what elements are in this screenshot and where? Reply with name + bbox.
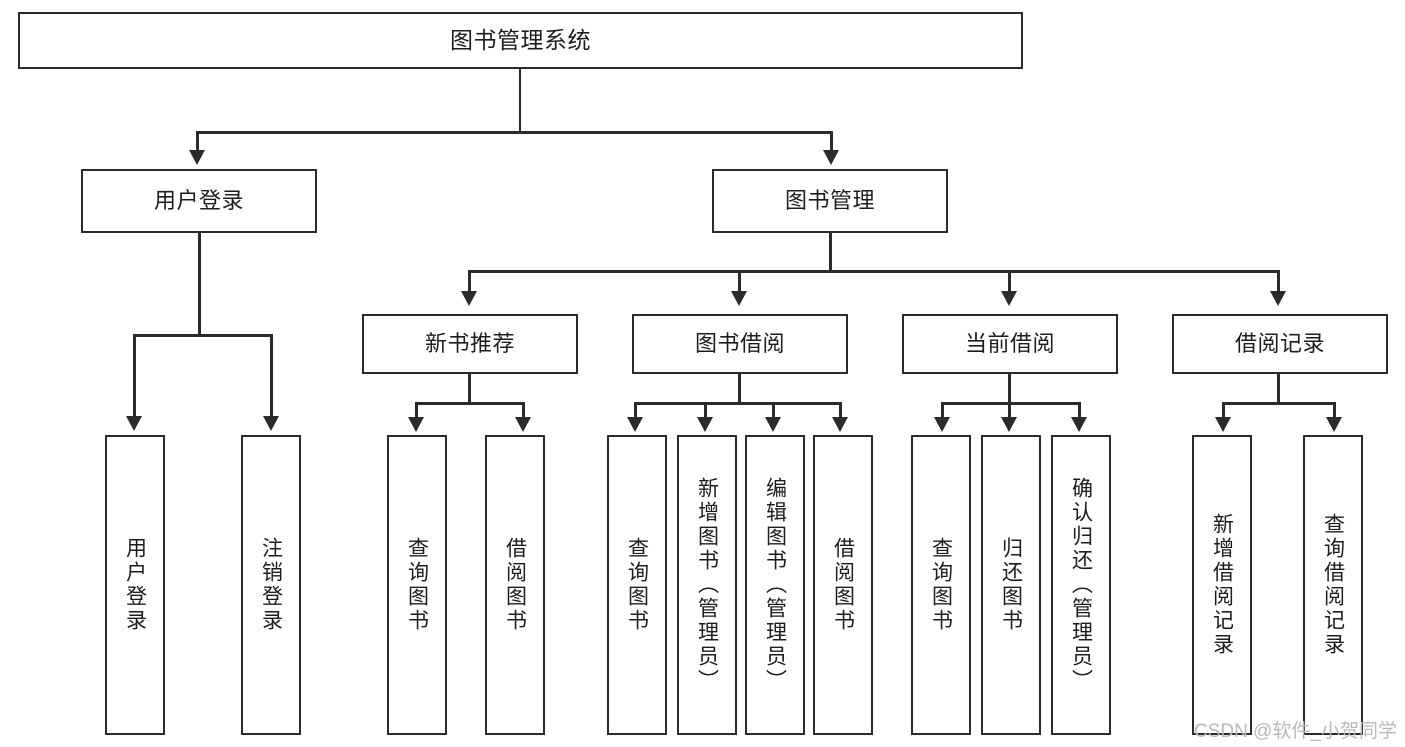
edge-level2-drop-left [196,131,199,151]
leaf-user-login[interactable]: 用户登录 [105,435,165,735]
leaf-query-book-2[interactable]: 查询图书 [607,435,667,735]
edge-user-login-drop-2 [270,334,273,418]
edge-cb-bus [941,402,1081,405]
leaf-confirm-return[interactable]: 确认归还（管理员） [1051,435,1111,735]
arrow-to-new-book-recommend [461,291,477,306]
node-label: 查询图书 [929,537,953,633]
edge-level3-drop-1 [468,270,471,292]
arrow-to-borrow-record [1270,291,1286,306]
edge-nbr-bus [415,402,525,405]
edge-cb-drop-3 [1078,402,1081,419]
edge-level3-drop-4 [1277,270,1280,292]
node-label: 图书管理 [784,188,875,214]
leaf-add-book[interactable]: 新增图书（管理员） [677,435,737,735]
arrow-to-leaf-edit-book [765,417,781,432]
arrow-to-leaf-borrow-book-2 [832,417,848,432]
arrow-to-leaf-user-login [126,416,142,431]
edge-nbr-stem [468,374,471,404]
arrow-to-leaf-add-record [1215,417,1231,432]
edge-level2-bus [196,131,833,134]
edge-cb-drop-1 [941,402,944,419]
arrow-to-leaf-query-book-1 [408,417,424,432]
leaf-edit-book[interactable]: 编辑图书（管理员） [745,435,805,735]
edge-bb-drop-2 [704,402,707,419]
edge-br-stem [1277,374,1280,404]
arrow-to-leaf-confirm-return [1071,417,1087,432]
edge-bb-drop-3 [772,402,775,419]
edge-bb-drop-4 [839,402,842,419]
node-current-borrow[interactable]: 当前借阅 [902,314,1118,374]
leaf-borrow-book-1[interactable]: 借阅图书 [485,435,545,735]
edge-user-login-bus [133,334,273,337]
node-label: 查询图书 [405,537,429,633]
leaf-query-book-1[interactable]: 查询图书 [387,435,447,735]
arrow-to-leaf-query-book-3 [934,417,950,432]
edge-level2-drop-right [830,131,833,151]
node-label: 用户登录 [123,537,147,633]
node-label: 用户登录 [153,188,244,214]
node-user-login[interactable]: 用户登录 [81,169,317,233]
node-label: 图书借阅 [694,331,785,357]
node-label: 新增图书（管理员） [695,477,719,693]
edge-br-drop-2 [1333,402,1336,419]
node-new-book-recommend[interactable]: 新书推荐 [362,314,578,374]
edge-root-stem [519,69,521,132]
node-label: 图书管理系统 [450,27,591,54]
node-root-system[interactable]: 图书管理系统 [18,12,1023,69]
node-label: 查询图书 [625,537,649,633]
node-borrow-record[interactable]: 借阅记录 [1172,314,1388,374]
node-label: 借阅记录 [1234,331,1325,357]
csdn-watermark: CSDN @软件_小贺同学 [1194,721,1397,742]
edge-user-login-stem [198,233,201,336]
arrow-to-leaf-borrow-book-1 [515,417,531,432]
edge-level3-drop-2 [738,270,741,292]
arrow-to-book-borrow [731,291,747,306]
edge-br-bus [1222,402,1336,405]
arrow-to-leaf-add-book [697,417,713,432]
arrow-to-leaf-return-book [1001,417,1017,432]
node-book-borrow[interactable]: 图书借阅 [632,314,848,374]
edge-nbr-drop-1 [415,402,418,419]
node-label: 确认归还（管理员） [1069,477,1093,693]
leaf-add-record[interactable]: 新增借阅记录 [1192,435,1252,735]
node-label: 借阅图书 [831,537,855,633]
edge-cb-stem [1008,374,1011,404]
leaf-query-record[interactable]: 查询借阅记录 [1303,435,1363,735]
arrow-to-user-login [189,150,205,165]
node-label: 查询借阅记录 [1321,513,1345,657]
arrow-to-current-borrow [1001,291,1017,306]
edge-level3-bus [468,270,1280,273]
edge-book-manage-stem [829,233,832,272]
edge-bb-stem [738,374,741,404]
arrow-to-book-manage [823,150,839,165]
edge-bb-bus [634,402,842,405]
edge-level3-drop-3 [1008,270,1011,292]
edge-bb-drop-1 [634,402,637,419]
node-label: 借阅图书 [503,537,527,633]
leaf-logout-login[interactable]: 注销登录 [241,435,301,735]
arrow-to-leaf-query-record [1326,417,1342,432]
edge-nbr-drop-2 [522,402,525,419]
node-book-manage[interactable]: 图书管理 [712,169,948,233]
arrow-to-leaf-query-book-2 [627,417,643,432]
node-label: 新增借阅记录 [1210,513,1234,657]
node-label: 注销登录 [259,537,283,633]
edge-user-login-drop-1 [133,334,136,418]
node-label: 编辑图书（管理员） [763,477,787,693]
leaf-return-book[interactable]: 归还图书 [981,435,1041,735]
edge-br-drop-1 [1222,402,1225,419]
arrow-to-leaf-logout-login [263,416,279,431]
node-label: 新书推荐 [424,331,515,357]
edge-cb-drop-2 [1008,402,1011,419]
node-label: 当前借阅 [964,331,1055,357]
leaf-query-book-3[interactable]: 查询图书 [911,435,971,735]
leaf-borrow-book-2[interactable]: 借阅图书 [813,435,873,735]
node-label: 归还图书 [999,537,1023,633]
